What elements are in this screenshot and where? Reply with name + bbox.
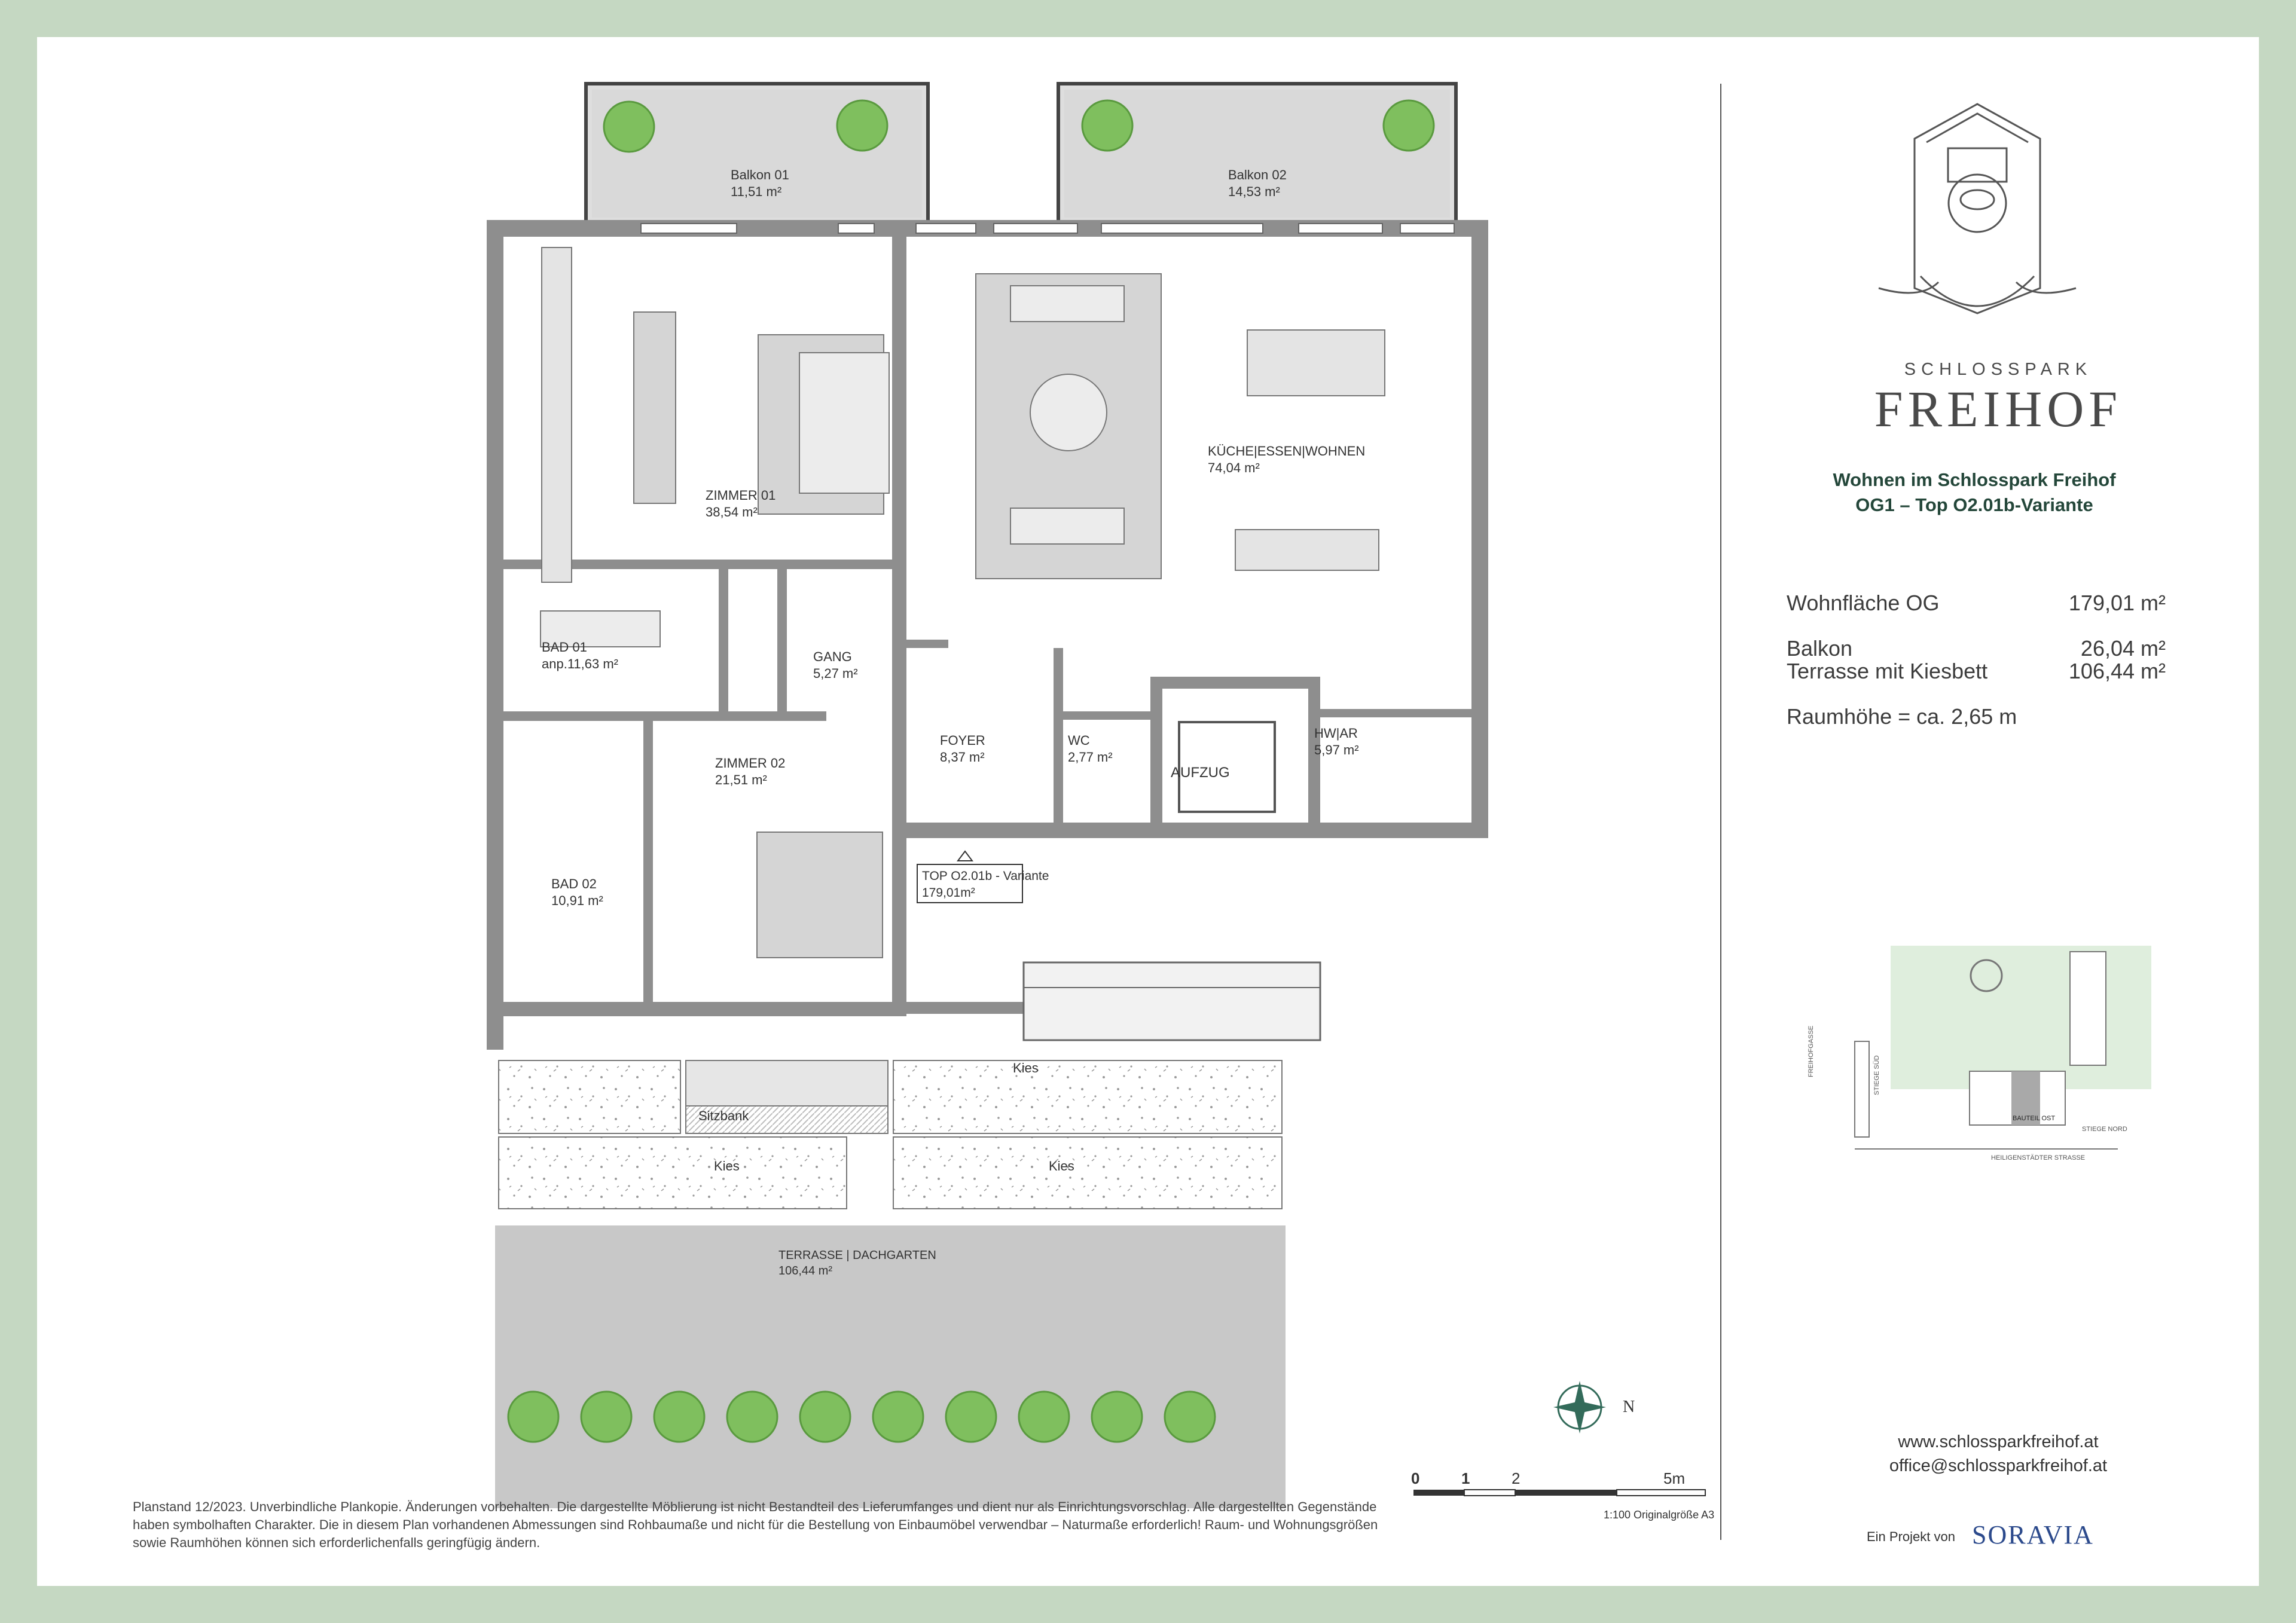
scale-bar: 0 1 2 5m 1:100 Originalgröße A3 (1411, 1469, 1714, 1521)
site-label: FREIHOFGASSE (1808, 1026, 1815, 1077)
furniture (540, 247, 1385, 958)
kies-label: Kies (714, 1159, 740, 1173)
logo-emblem-icon (1878, 103, 2077, 314)
windows (640, 223, 1455, 234)
trees (507, 99, 1435, 1443)
scale-note: 1:100 Originalgröße A3 (1604, 1509, 1714, 1521)
north-label: N (1623, 1398, 1635, 1416)
brand-main: FREIHOF (1874, 380, 2123, 438)
site-plan: FREIHOFGASSE STIEGE SÜD BAUTEIL OST STIE… (1808, 946, 2151, 1162)
room-area: 11,51 m² (731, 184, 781, 199)
room-area: 8,37 m² (940, 750, 985, 765)
area-row: Balkon 26,04 m² (1787, 636, 2166, 661)
scale-tick: 2 (1512, 1469, 1520, 1487)
site-label: STIEGE SÜD (1873, 1055, 1880, 1095)
plan-sheet: Balkon 01 11,51 m² Balkon 02 14,53 m² ZI… (37, 37, 2259, 1586)
soravia-logo: SORAVIA (1972, 1520, 2094, 1549)
room-area: 74,04 m² (1208, 460, 1260, 475)
kies-label: Kies (1013, 1060, 1039, 1075)
compass-icon: N (1553, 1381, 1635, 1434)
area-label: Terrasse mit Kiesbett (1787, 659, 1988, 683)
top-label: TOP O2.01b - Variante 179,01m² (917, 850, 1049, 903)
area-row: Raumhöhe = ca. 2,65 m (1787, 704, 2166, 729)
room-name: ZIMMER 02 (715, 756, 785, 771)
area-label: Raumhöhe = ca. 2,65 m (1787, 704, 2017, 729)
terrace-name: TERRASSE | DACHGARTEN (778, 1249, 936, 1262)
scale-tick: 0 (1411, 1469, 1419, 1487)
area-label: Wohnfläche OG (1787, 591, 1940, 615)
room-area: 2,77 m² (1068, 750, 1113, 765)
area-row: Terrasse mit Kiesbett 106,44 m² (1787, 659, 2166, 684)
area-value: 106,44 m² (2068, 659, 2166, 683)
room-area: 5,97 m² (1314, 742, 1359, 757)
gravel-beds (498, 1060, 1283, 1209)
terrace (495, 1225, 1286, 1508)
stairwell (1022, 961, 1321, 1041)
email-link[interactable]: office@schlossparkfreihof.at (1889, 1456, 2108, 1475)
room-name: GANG (813, 649, 852, 664)
aufzug-label: AUFZUG (1171, 765, 1230, 781)
floor-plan: Balkon 01 11,51 m² Balkon 02 14,53 m² ZI… (487, 82, 2151, 1540)
room-name: HW|AR (1314, 726, 1358, 741)
room-name: BAD 01 (542, 640, 587, 655)
balkon-02 (1057, 82, 1458, 225)
terrace-area: 106,44 m² (778, 1264, 832, 1277)
scale-tick: 1 (1461, 1469, 1470, 1487)
area-row: Wohnfläche OG 179,01 m² (1787, 591, 2166, 616)
room-area: 10,91 m² (551, 893, 603, 908)
room-area: 5,27 m² (813, 666, 858, 681)
contact: www.schlossparkfreihof.at office@schloss… (1819, 1430, 2178, 1478)
room-name: WC (1068, 733, 1090, 748)
brand-top: SCHLOSSPARK (1904, 360, 2093, 379)
room-name: FOYER (940, 733, 985, 748)
title-line-2: OG1 – Top O2.01b-Variante (1855, 494, 2093, 515)
area-value: 26,04 m² (2080, 636, 2166, 661)
top-label-area: 179,01m² (922, 886, 975, 900)
top-label-name: TOP O2.01b - Variante (922, 869, 1049, 883)
site-label: STIEGE NORD (2082, 1126, 2127, 1133)
credit-prefix: Ein Projekt von (1867, 1529, 1955, 1544)
title-line-1: Wohnen im Schlosspark Freihof (1833, 469, 2116, 490)
site-label: HEILIGENSTÄDTER STRASSE (1991, 1154, 2085, 1162)
room-area: anp.11,63 m² (542, 656, 618, 671)
room-area: 38,54 m² (706, 505, 758, 519)
project-title: Wohnen im Schlosspark Freihof OG1 – Top … (1771, 467, 2178, 518)
room-name: Balkon 02 (1228, 167, 1287, 182)
website-link[interactable]: www.schlossparkfreihof.at (1898, 1432, 2099, 1451)
scale-tick: 5m (1663, 1469, 1685, 1487)
area-value: 179,01 m² (2068, 591, 2166, 615)
room-name: ZIMMER 01 (706, 488, 775, 503)
room-area: 21,51 m² (715, 772, 767, 787)
disclaimer: Planstand 12/2023. Unverbindliche Planko… (133, 1499, 1378, 1550)
sitzbank-label: Sitzbank (698, 1108, 749, 1123)
kies-label: Kies (1049, 1159, 1074, 1173)
interior-walls (503, 560, 1471, 1002)
room-area: 14,53 m² (1228, 184, 1280, 199)
room-name: KÜCHE|ESSEN|WOHNEN (1208, 444, 1365, 459)
area-label: Balkon (1787, 636, 1853, 661)
room-name: Balkon 01 (731, 167, 789, 182)
outer-walls (487, 220, 1488, 1050)
site-label: BAUTEIL OST (2013, 1115, 2055, 1122)
room-name: BAD 02 (551, 876, 597, 891)
